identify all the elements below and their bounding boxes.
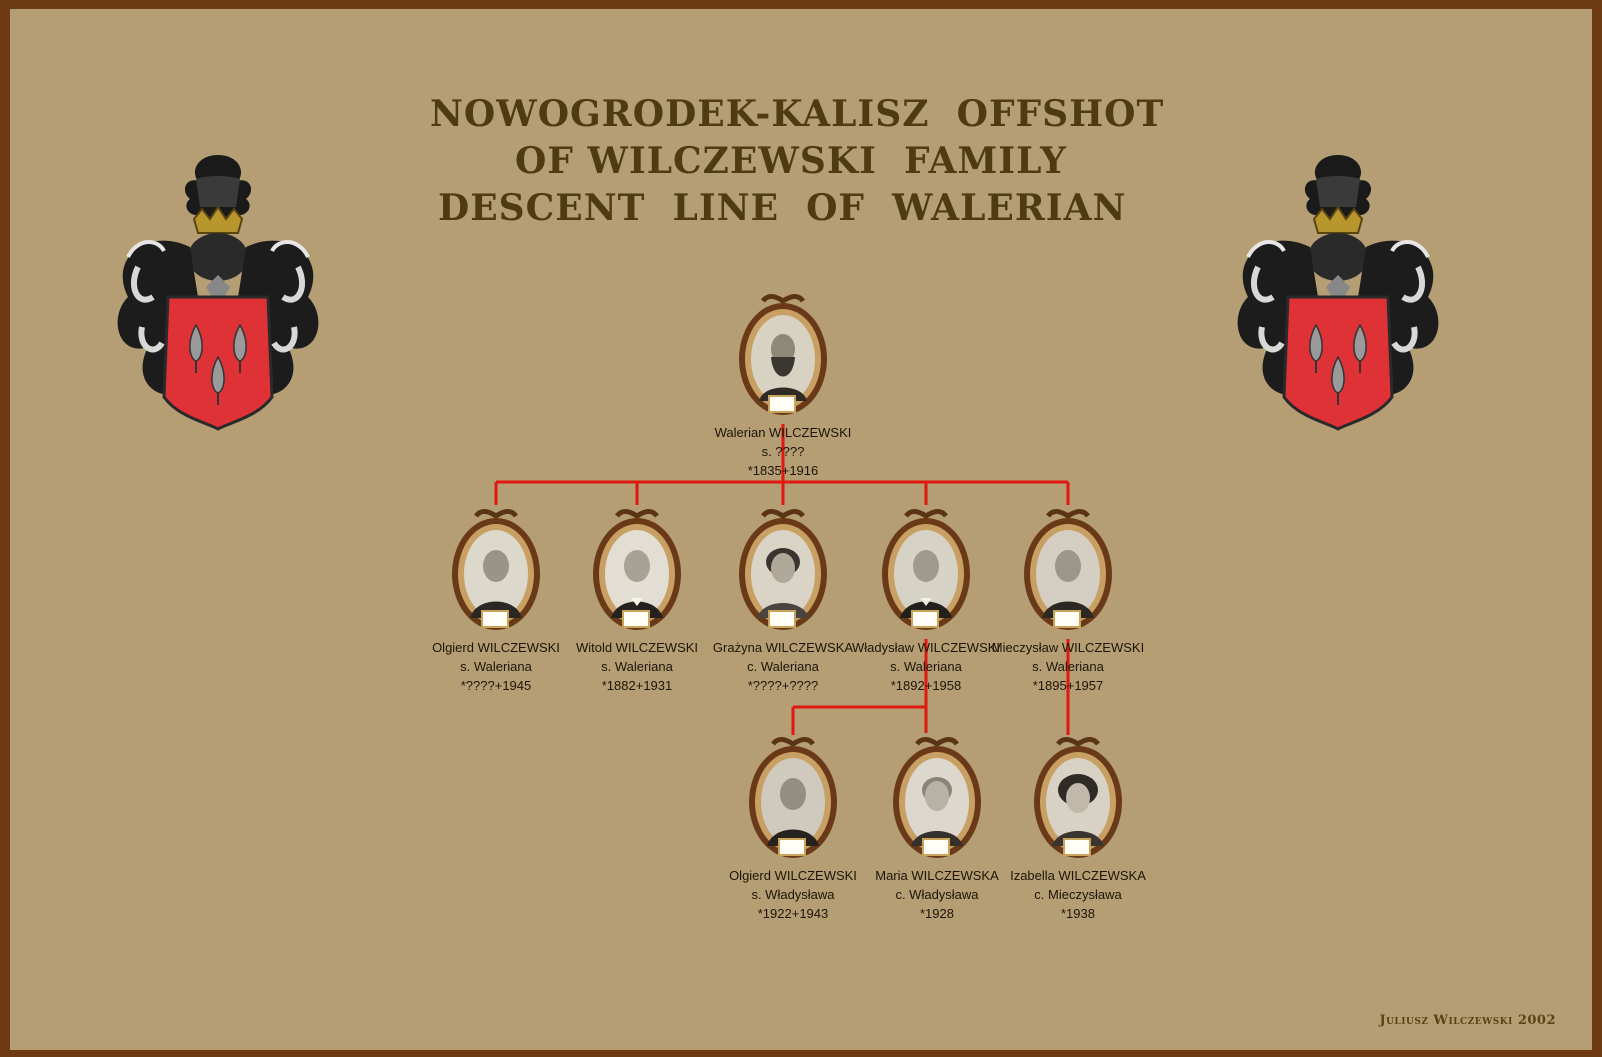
person-dates: *????+1945 — [460, 678, 532, 693]
person-dates: *1922+1943 — [757, 906, 829, 921]
person-name: Grażyna WILCZEWSKA — [712, 640, 854, 655]
nameplate — [922, 838, 950, 856]
person-walerian: Walerian WILCZEWSKI s. ???? *1835+1916 — [703, 291, 863, 480]
person-relation: s. Waleriana — [601, 659, 673, 674]
oval-portrait-icon — [876, 506, 976, 636]
person-dates: *1895+1957 — [1032, 678, 1104, 693]
person-relation: c. Mieczysława — [1034, 887, 1122, 902]
person-name: Władysław WILCZEWSKI — [851, 640, 1001, 655]
person-olgierd-jr: Olgierd WILCZEWSKI s. Władysława *1922+1… — [713, 734, 873, 923]
nameplate — [481, 610, 509, 628]
person-olgierd: Olgierd WILCZEWSKI s. Waleriana *????+19… — [416, 506, 576, 695]
person-name: Walerian WILCZEWSKI — [714, 425, 852, 440]
person-name: Olgierd WILCZEWSKI — [432, 640, 560, 655]
person-name: Maria WILCZEWSKA — [875, 868, 999, 883]
person-maria: Maria WILCZEWSKA c. Władysława *1928 — [857, 734, 1017, 923]
oval-portrait-icon — [887, 734, 987, 864]
person-wladyslaw: Władysław WILCZEWSKI s. Waleriana *1892+… — [846, 506, 1006, 695]
oval-portrait-icon — [733, 291, 833, 421]
person-dates: *1882+1931 — [601, 678, 673, 693]
oval-portrait-icon — [1018, 506, 1118, 636]
oval-portrait-icon — [733, 506, 833, 636]
page-title: NOWOGRODEK-KALISZ OFFSHOT OF WILCZEWSKI … — [430, 91, 1165, 232]
person-relation: s. Waleriana — [890, 659, 962, 674]
person-name: Izabella WILCZEWSKA — [1010, 868, 1146, 883]
oval-portrait-icon — [743, 734, 843, 864]
person-dates: *1928 — [920, 906, 954, 921]
nameplate — [622, 610, 650, 628]
coat-of-arms-left-icon — [98, 147, 338, 437]
person-name: Olgierd WILCZEWSKI — [729, 868, 857, 883]
person-witold: Witold WILCZEWSKI s. Waleriana *1882+193… — [557, 506, 717, 695]
coat-of-arms-icon — [1237, 155, 1439, 431]
person-relation: c. Waleriana — [747, 659, 819, 674]
person-dates: *????+???? — [747, 678, 819, 693]
title-line-3: DESCENT LINE OF WALERIAN — [438, 187, 1127, 229]
person-name: Witold WILCZEWSKI — [575, 640, 699, 655]
person-relation: s. Waleriana — [460, 659, 532, 674]
title-line-1: NOWOGRODEK-KALISZ OFFSHOT — [430, 93, 1165, 135]
title-line-2: OF WILCZEWSKI FAMILY — [515, 140, 1067, 182]
nameplate — [911, 610, 939, 628]
person-relation: s. Waleriana — [1032, 659, 1104, 674]
oval-portrait-icon — [1028, 734, 1128, 864]
person-dates: *1892+1958 — [890, 678, 962, 693]
person-relation: s. ???? — [761, 444, 805, 459]
coat-of-arms-right-icon — [1218, 147, 1458, 437]
oval-portrait-icon — [587, 506, 687, 636]
nameplate — [768, 610, 796, 628]
oval-portrait-icon — [446, 506, 546, 636]
person-izabella: Izabella WILCZEWSKA c. Mieczysława *1938 — [998, 734, 1158, 923]
author-credit: Juliusz Wilczewski 2002 — [1379, 1013, 1556, 1028]
person-name: Mieczysław WILCZEWSKI — [991, 640, 1145, 655]
person-relation: c. Władysława — [895, 887, 979, 902]
nameplate — [768, 395, 796, 413]
person-dates: *1938 — [1061, 906, 1095, 921]
nameplate — [778, 838, 806, 856]
person-mieczyslaw: Mieczysław WILCZEWSKI s. Waleriana *1895… — [988, 506, 1148, 695]
person-dates: *1835+1916 — [747, 463, 819, 478]
person-relation: s. Władysława — [751, 887, 835, 902]
nameplate — [1053, 610, 1081, 628]
nameplate — [1063, 838, 1091, 856]
person-grazyna: Grażyna WILCZEWSKA c. Waleriana *????+??… — [703, 506, 863, 695]
coat-of-arms-icon — [117, 155, 319, 431]
